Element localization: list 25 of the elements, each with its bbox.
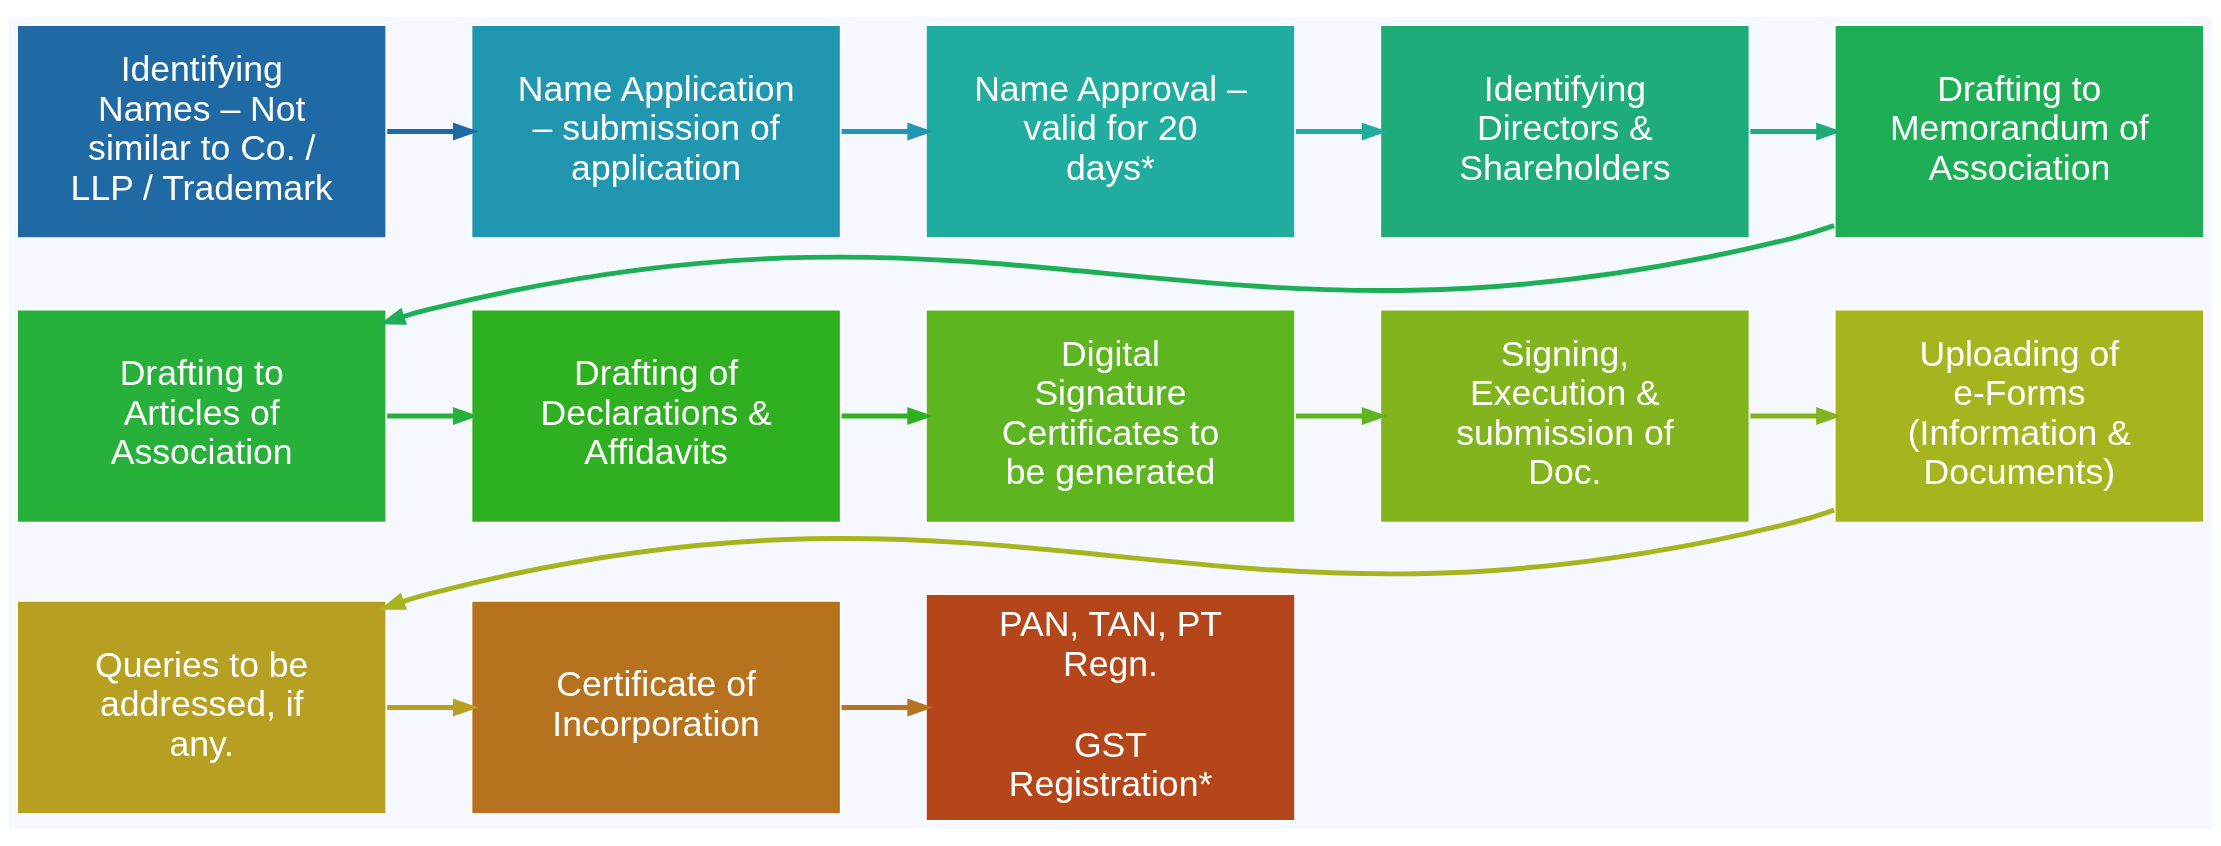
arrow bbox=[841, 122, 934, 141]
arrow bbox=[841, 698, 934, 717]
node-box: Digital Signature Certificates to be generated bbox=[924, 308, 1297, 524]
node-box: Drafting to Memorandum of Association bbox=[1833, 23, 2205, 240]
node-box: Certificate of Incorporation bbox=[470, 599, 842, 816]
node-box: Name Application – submission of application bbox=[470, 23, 842, 240]
node-box: Name Approval – valid for 20 days* bbox=[924, 23, 1297, 240]
arrow bbox=[841, 407, 934, 426]
arrow bbox=[387, 407, 479, 426]
arrow bbox=[1296, 407, 1388, 426]
arrow bbox=[387, 698, 479, 717]
node-box: Drafting of Declarations & Affidavits bbox=[470, 308, 842, 524]
node-box: Uploading of e-Forms (Information & Documents) bbox=[1833, 308, 2205, 524]
node-box: Queries to be addressed, if any. bbox=[15, 599, 388, 816]
node-box: Identifying Directors & Shareholders bbox=[1379, 23, 1751, 240]
node-box: Identifying Names – Not similar to Co. / LLP / Trademark bbox=[15, 23, 388, 240]
node-box: PAN, TAN, PT Regn. GST Registration* bbox=[924, 592, 1297, 823]
node-box: Signing, Execution & submission of Doc. bbox=[1379, 308, 1751, 524]
arrow bbox=[1750, 407, 1842, 426]
arrow bbox=[379, 507, 1835, 610]
arrow bbox=[387, 122, 479, 141]
arrow bbox=[1750, 122, 1842, 141]
arrow bbox=[379, 223, 1835, 325]
node-box: Drafting to Articles of Association bbox=[15, 308, 388, 524]
arrow bbox=[1296, 122, 1388, 141]
